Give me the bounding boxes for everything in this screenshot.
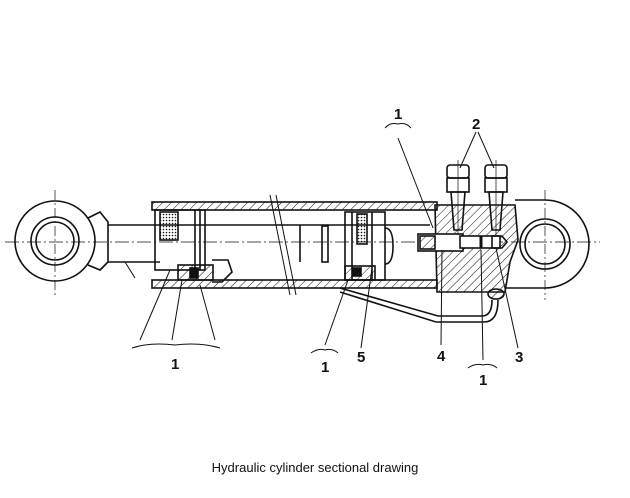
leader-lines xyxy=(131,123,519,369)
gland xyxy=(154,209,233,283)
callout-1-mid: 1 xyxy=(321,359,330,376)
callout-5: 5 xyxy=(357,349,366,366)
callout-1-left: 1 xyxy=(171,356,180,373)
left-rod-eye xyxy=(14,190,109,295)
figure-title: Hydraulic cylinder sectional drawing xyxy=(211,460,419,475)
external-pipe xyxy=(339,287,505,323)
callout-3: 3 xyxy=(515,349,524,366)
right-eye xyxy=(505,190,590,300)
callout-1-bottom: 1 xyxy=(479,372,488,389)
callout-1-top: 1 xyxy=(394,106,403,123)
fitting-left xyxy=(446,160,470,235)
callout-2: 2 xyxy=(472,116,481,133)
cylinder-head xyxy=(417,204,519,293)
callout-4: 4 xyxy=(437,348,446,365)
piston xyxy=(299,211,394,281)
fitting-right xyxy=(484,160,508,235)
